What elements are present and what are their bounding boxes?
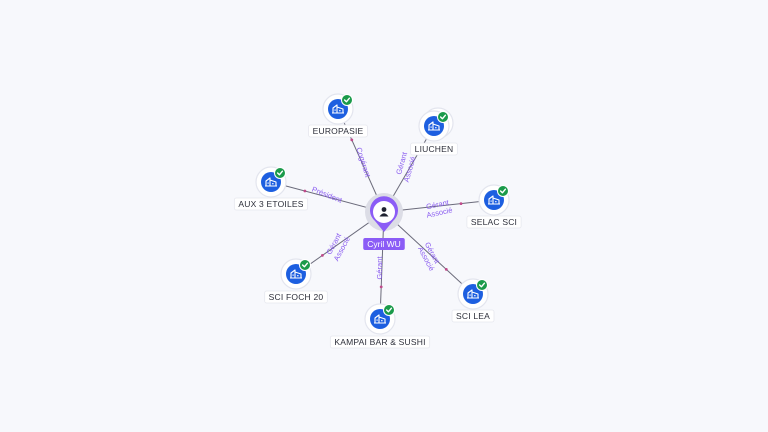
svg-text:Cyril WU: Cyril WU: [367, 239, 401, 249]
check-icon: [437, 111, 449, 123]
node-label[interactable]: LIUCHEN: [410, 142, 458, 156]
node-label[interactable]: SELAC SCI: [466, 215, 522, 229]
check-icon: [341, 94, 353, 106]
building-icon: [265, 177, 277, 187]
node-selacsci[interactable]: SELAC SCI: [466, 184, 522, 229]
node-label[interactable]: KAMPAI BAR & SUSHI: [329, 335, 431, 349]
check-icon: [383, 304, 395, 316]
svg-text:KAMPAI BAR & SUSHI: KAMPAI BAR & SUSHI: [334, 337, 425, 347]
check-icon: [299, 259, 311, 271]
edge-arrow-selacsci: [459, 202, 463, 206]
building-icon: [488, 195, 500, 205]
relation-label: Président: [311, 185, 345, 206]
edge-arrow-europasie: [350, 138, 354, 142]
svg-text:SCI FOCH 20: SCI FOCH 20: [269, 292, 324, 302]
edge-aux3etoiles: [270, 181, 385, 213]
edge-arrow-scilea: [444, 268, 448, 271]
edge-arrow-aux3etoiles: [303, 189, 307, 193]
node-europasie[interactable]: EUROPASIE: [308, 93, 368, 138]
building-icon: [428, 121, 440, 131]
building-icon: [290, 269, 302, 279]
relation-label: Gérant: [375, 256, 384, 280]
svg-text:EUROPASIE: EUROPASIE: [313, 126, 364, 136]
person-icon: [379, 207, 389, 217]
node-label[interactable]: SCI LEA: [451, 309, 495, 323]
edge-arrow-scifoch20: [321, 254, 324, 257]
building-icon: [467, 289, 479, 299]
relation-label: Cogérant: [354, 146, 372, 179]
nodes: EUROPASIE LIUCHEN AUX 3 ETOILES SELAC SCI SC…: [233, 93, 522, 349]
edge-scilea: [383, 211, 474, 295]
node-kampai[interactable]: KAMPAI BAR & SUSHI: [329, 303, 431, 349]
center-node[interactable]: Cyril WU: [363, 193, 405, 250]
node-label[interactable]: AUX 3 ETOILES: [233, 197, 309, 211]
svg-text:LIUCHEN: LIUCHEN: [415, 144, 454, 154]
center-label: Cyril WU: [363, 238, 405, 250]
node-scilea[interactable]: SCI LEA: [451, 278, 495, 323]
svg-text:AUX 3 ETOILES: AUX 3 ETOILES: [238, 199, 303, 209]
building-icon: [374, 314, 386, 324]
center-inner: [373, 201, 395, 223]
node-aux3etoiles[interactable]: AUX 3 ETOILES: [233, 166, 309, 211]
check-icon: [476, 279, 488, 291]
node-label[interactable]: SCI FOCH 20: [264, 290, 328, 304]
check-icon: [497, 185, 509, 197]
edge-arrow-kampai: [379, 285, 383, 289]
svg-text:SCI LEA: SCI LEA: [456, 311, 490, 321]
node-liuchen[interactable]: LIUCHEN: [410, 107, 458, 156]
node-label[interactable]: EUROPASIE: [308, 124, 368, 138]
check-icon: [274, 167, 286, 179]
building-icon: [332, 104, 344, 114]
node-scifoch20[interactable]: SCI FOCH 20: [264, 258, 328, 304]
edges: [270, 108, 495, 320]
svg-text:SELAC SCI: SELAC SCI: [471, 217, 517, 227]
